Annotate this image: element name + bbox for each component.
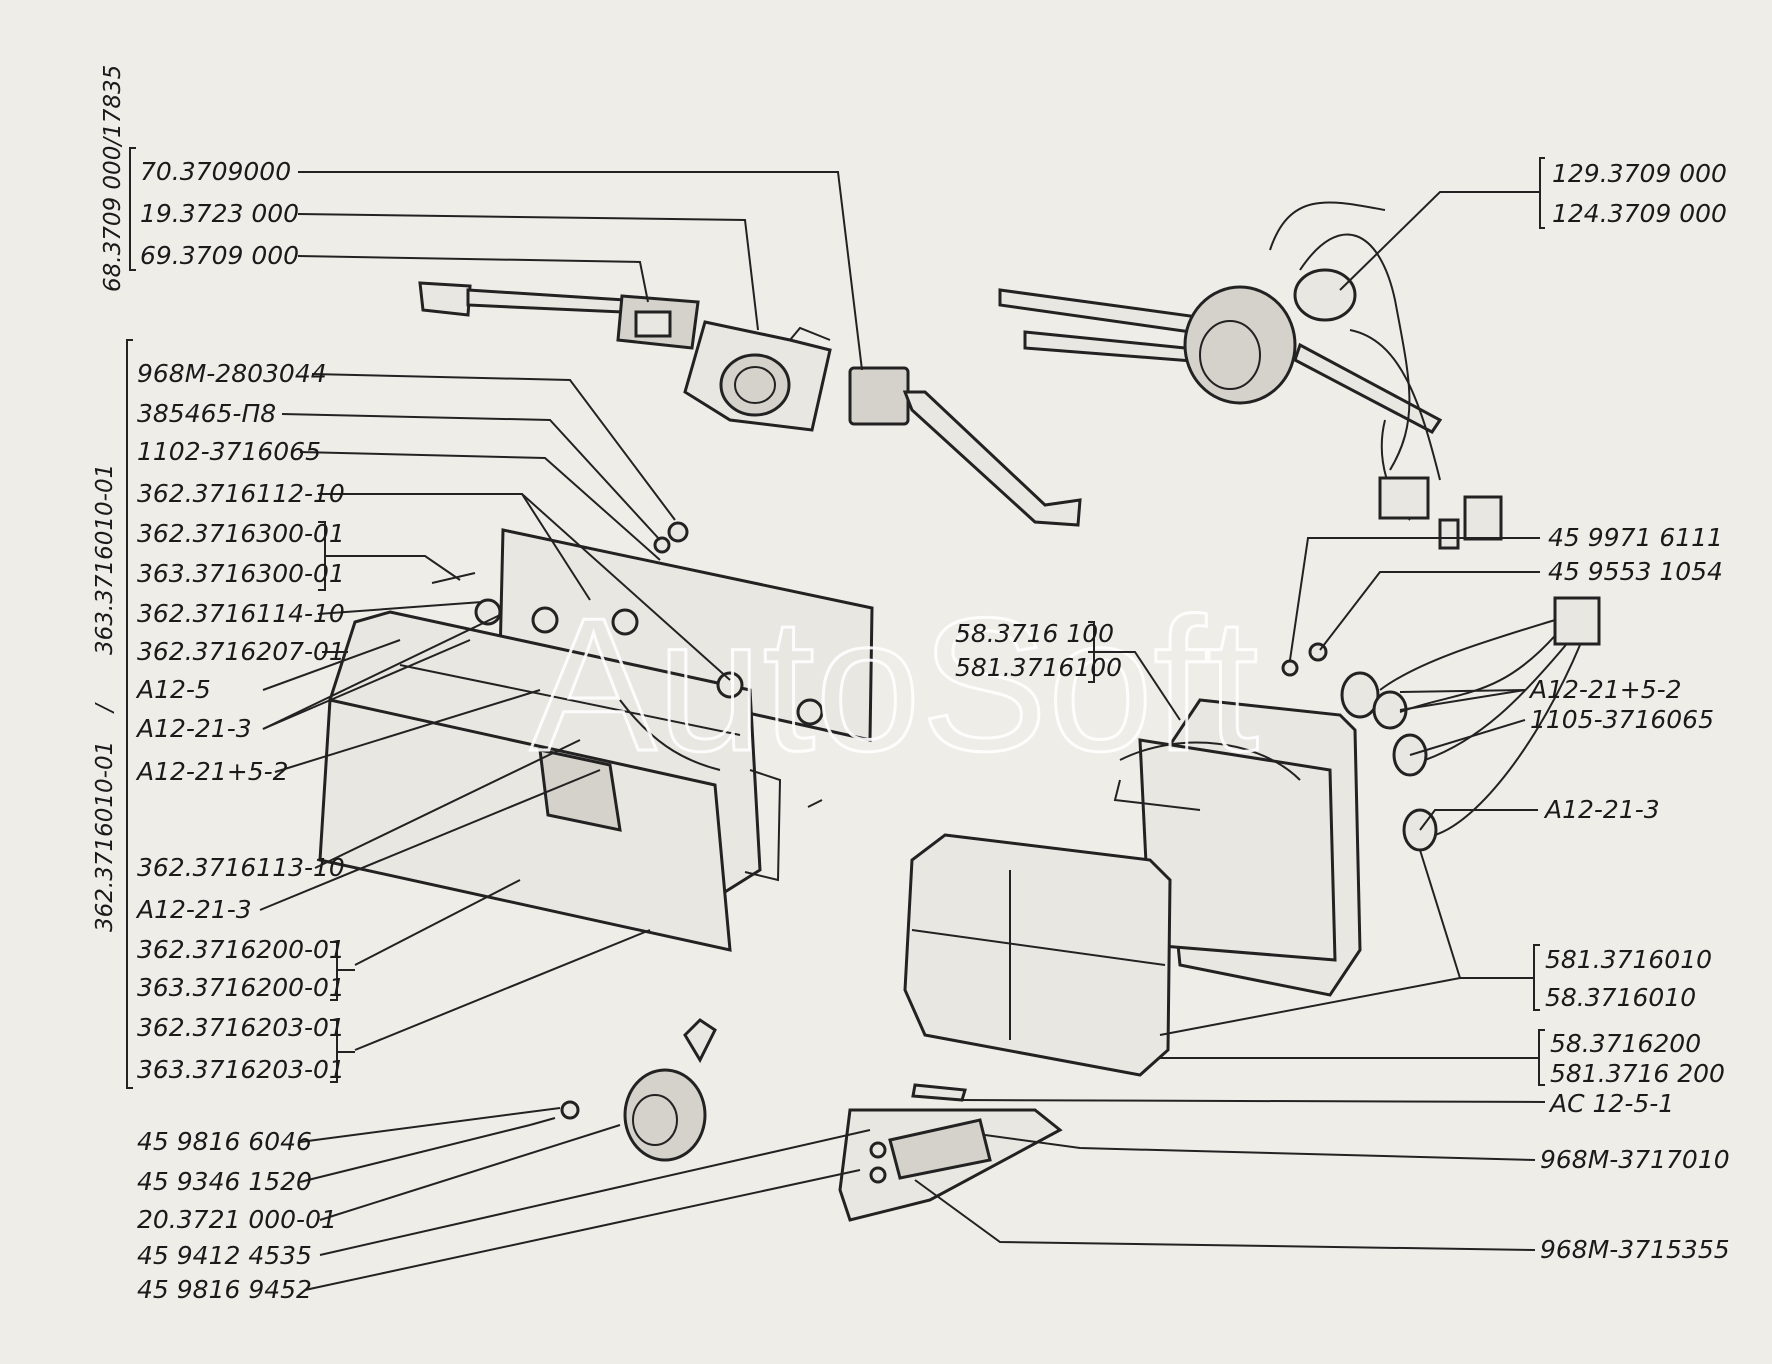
part-label: 1105-3716065 [1530, 705, 1714, 734]
part-label: АС 12-5-1 [1548, 1089, 1674, 1118]
part-label: 45 9971 6111 [1548, 523, 1723, 552]
part-label: 362.3716200-01 [137, 935, 345, 964]
part-label: 581.3716100 [955, 653, 1122, 682]
part-label: 69.3709 000 [140, 241, 299, 270]
part-label: 968М-3715355 [1540, 1235, 1730, 1264]
left-stalk-switch [418, 281, 700, 350]
part-label: 362.3716300-01 [137, 519, 345, 548]
part-label: 968М-3717010 [1540, 1145, 1730, 1174]
part-label: 58.3716 100 [955, 619, 1114, 648]
part-label: 363.3716203-01 [137, 1055, 345, 1084]
group-label-separator: / [92, 702, 118, 714]
part-label: 19.3723 000 [140, 199, 299, 228]
leader-lines [259, 171, 1546, 1291]
combination-switch-right [998, 201, 1503, 550]
part-label: 581.3716010 [1545, 945, 1712, 974]
part-label: 362.3716203-01 [137, 1013, 345, 1042]
right-headlamp [903, 698, 1362, 1077]
part-label: 362.3716207-01 [137, 637, 345, 666]
part-label: 1102-3716065 [137, 437, 321, 466]
brackets [126, 147, 1545, 1089]
part-label: А12-21-3 [135, 895, 252, 924]
part-label: А12-21-3 [135, 714, 252, 743]
part-label: 58.3716010 [1545, 983, 1696, 1012]
part-label: 45 9553 1054 [1548, 557, 1723, 586]
part-label: 45 9346 1520 [137, 1167, 312, 1196]
part-label: А12-5 [135, 675, 211, 704]
part-label: 363.3716300-01 [137, 559, 345, 588]
part-label: 362.3716114-10 [137, 599, 345, 628]
part-label: 362.3716112-10 [137, 479, 345, 508]
part-label: А12-21+5-2 [135, 757, 289, 786]
part-label: 45 9412 4535 [137, 1241, 312, 1270]
part-label: 968M-2803044 [137, 359, 327, 388]
part-label: 124.3709 000 [1552, 199, 1727, 228]
part-label: 20.3721 000-01 [137, 1205, 337, 1234]
part-label: 45 9816 9452 [137, 1275, 312, 1304]
part-label: 363.3716200-01 [137, 973, 345, 1002]
part-label: 70.3709000 [140, 157, 291, 186]
watermark: AutoSoft [530, 579, 1259, 791]
part-label: 58.3716200 [1550, 1029, 1701, 1058]
group-label-headlamp-alt: 363.3716010-01 [92, 464, 118, 655]
part-label: 385465-П8 [137, 399, 276, 428]
part-label: 45 9816 6046 [137, 1127, 312, 1156]
switch-housing [683, 320, 832, 432]
licence-plate-lamp [838, 1083, 1063, 1222]
horn [529, 1018, 717, 1162]
part-label: А12-21-3 [1543, 795, 1660, 824]
part-label: 581.3716 200 [1550, 1059, 1725, 1088]
group-label-headlamp: 362.3716010-01 [92, 741, 118, 932]
part-label: 129.3709 000 [1552, 159, 1727, 188]
part-label: А12-21+5-2 [1528, 675, 1682, 704]
right-stalk-switch [848, 366, 1082, 527]
small-nuts [653, 521, 689, 554]
part-label: 362.3716113-10 [137, 853, 345, 882]
left-headlamp [318, 528, 874, 952]
group-label-switches: 68.3709 000/17835 [100, 65, 126, 292]
